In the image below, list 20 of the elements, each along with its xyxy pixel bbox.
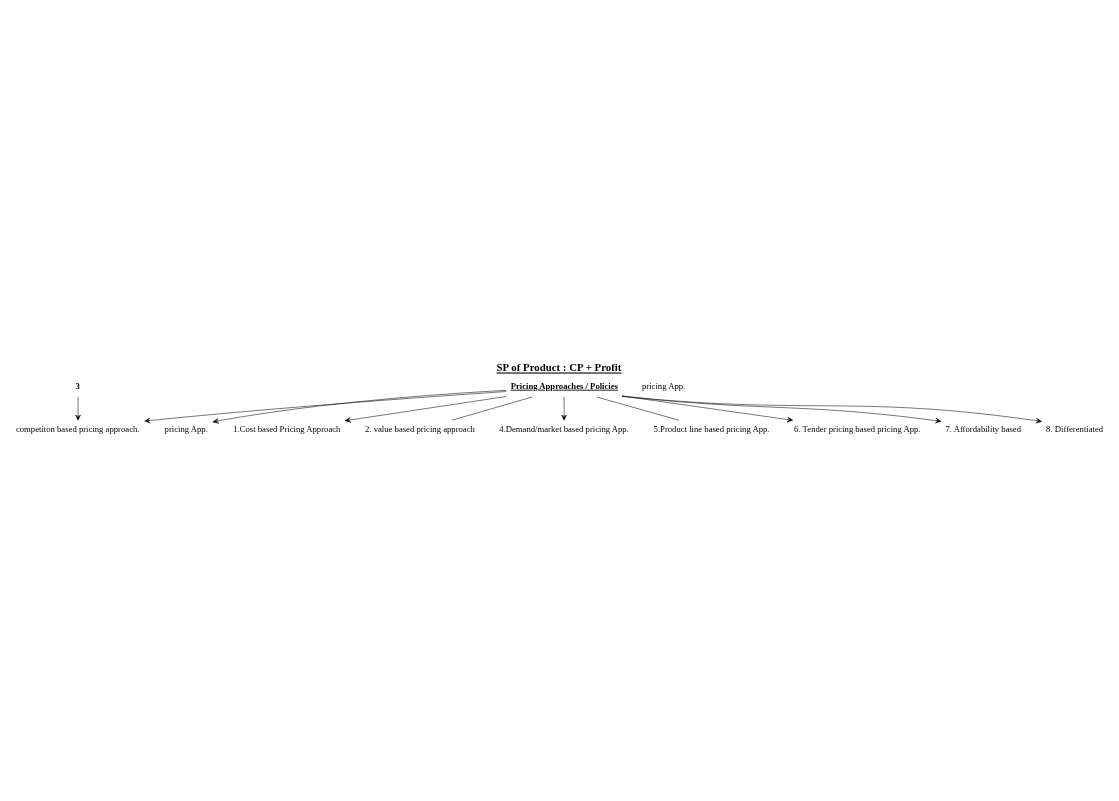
node-text: 6. Tender pricing based pricing App. <box>794 424 921 435</box>
node-text: pricing App. <box>641 381 686 392</box>
arrow <box>144 391 507 424</box>
diagram-title: SP of Product : CP + Profit <box>496 361 622 374</box>
arrow <box>561 396 567 421</box>
node-text: 1.Cost based Pricing Approach <box>233 424 341 435</box>
node-text: 3 <box>75 380 80 391</box>
node-text: pricing App. <box>164 424 208 435</box>
node-text: competiton based pricing approach. <box>15 424 140 435</box>
arrow <box>621 395 942 424</box>
arrow <box>75 396 81 421</box>
arrow <box>344 396 507 423</box>
node-text: 5.Product line based pricing App. <box>653 424 770 435</box>
node-text: 4.Demand/market based pricing App. <box>499 424 629 435</box>
node-text: 7. Affordability based <box>945 424 1022 435</box>
arrow <box>621 395 1042 424</box>
arrow <box>212 390 507 424</box>
node-text: 2. value based pricing approach <box>365 424 475 435</box>
node-text: 8. Differentiated <box>1046 424 1104 435</box>
node-text: Pricing Approaches / Policies <box>510 380 618 391</box>
